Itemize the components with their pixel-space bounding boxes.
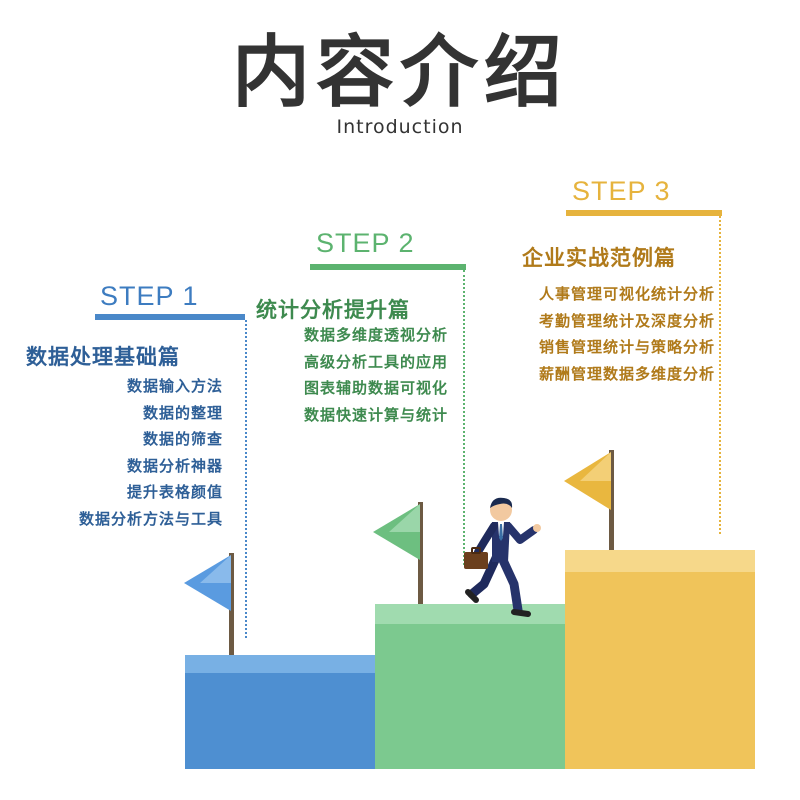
list-item: 高级分析工具的应用 — [303, 352, 448, 371]
step1-block — [185, 655, 375, 769]
step1-label: STEP 1 — [100, 281, 199, 311]
step3-block — [565, 550, 755, 769]
page-title: 内容介绍 — [231, 28, 568, 118]
step3-dotted-line — [719, 216, 721, 534]
step3-block-top — [565, 550, 755, 572]
step2-label: STEP 2 — [316, 228, 415, 258]
list-item: 数据分析方法与工具 — [78, 509, 223, 528]
step1-underline — [95, 314, 245, 320]
step3-item-list: 人事管理可视化统计分析 考勤管理统计及深度分析 销售管理统计与策略分析 薪酬管理… — [497, 281, 715, 387]
list-item: 销售管理统计与策略分析 — [538, 338, 715, 356]
list-item: 薪酬管理数据多维度分析 — [538, 364, 715, 383]
step1-flag-icon — [184, 555, 231, 611]
step2-item-list: 数据多维度透视分析 高级分析工具的应用 图表辅助数据可视化 数据快速计算与统计 — [250, 322, 448, 428]
list-item: 数据的整理 — [142, 403, 223, 422]
step1-heading: 数据处理基础篇 — [26, 345, 180, 369]
list-item: 考勤管理统计及深度分析 — [538, 311, 715, 330]
step2-dotted-line — [463, 270, 465, 565]
step1-item-list: 数据输入方法 数据的整理 数据的筛查 数据分析神器 提升表格颜值 数据分析方法与… — [20, 373, 223, 532]
step3-flag-pole — [609, 450, 614, 550]
step1-dotted-line — [245, 320, 247, 638]
step2-heading: 统计分析提升篇 — [256, 298, 410, 322]
step3-underline — [566, 210, 722, 216]
list-item: 图表辅助数据可视化 — [303, 379, 448, 397]
businessman-illustration-icon — [464, 497, 541, 617]
list-item: 数据分析神器 — [126, 456, 223, 475]
step3-flag-icon — [564, 452, 611, 510]
list-item: 提升表格颜值 — [126, 483, 223, 501]
list-item: 人事管理可视化统计分析 — [538, 285, 715, 303]
step2-flag-pole — [418, 502, 423, 604]
step2-flag-icon — [373, 504, 420, 560]
step3-heading: 企业实战范例篇 — [522, 246, 676, 270]
list-item: 数据多维度透视分析 — [303, 326, 448, 344]
list-item: 数据的筛查 — [142, 430, 223, 448]
step2-block — [375, 604, 565, 769]
list-item: 数据输入方法 — [126, 377, 223, 395]
step1-flag-pole — [229, 553, 234, 655]
step1-block-top — [185, 655, 375, 673]
step2-underline — [310, 264, 466, 270]
page-subtitle: Introduction — [336, 116, 464, 138]
list-item: 数据快速计算与统计 — [303, 405, 448, 424]
step3-label: STEP 3 — [572, 176, 671, 206]
